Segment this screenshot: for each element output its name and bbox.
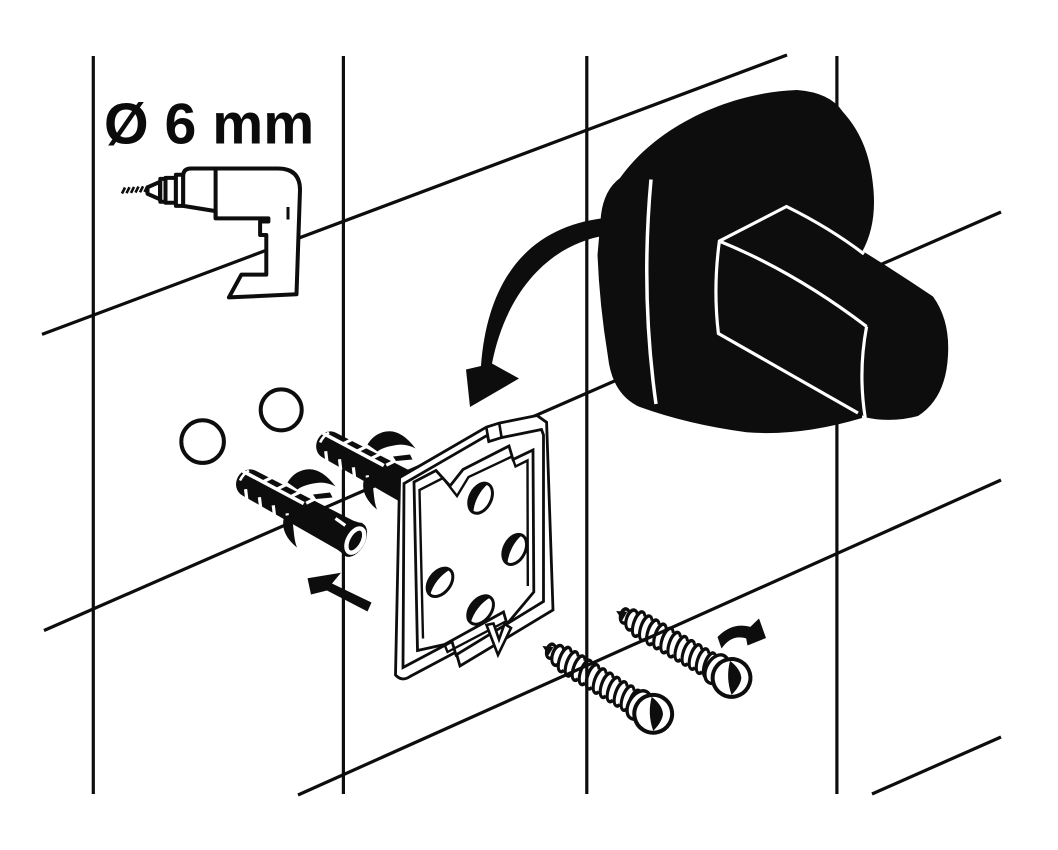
svg-text:Ø 6 mm: Ø 6 mm [104, 93, 314, 157]
